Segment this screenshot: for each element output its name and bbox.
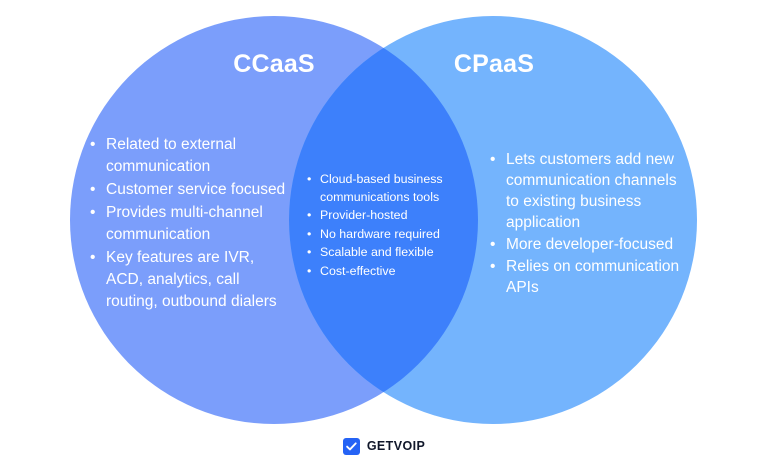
list-item: More developer-focused [488,234,688,255]
brand-footer: GETVOIP [0,432,768,460]
left-circle-title: CCaaS [233,50,315,78]
overlap-region-list: Cloud-based business communications tool… [306,171,458,281]
overlap-region-shape [289,16,478,424]
right-circle-list: Lets customers add new communication cha… [488,149,688,299]
list-item: Cloud-based business communications tool… [306,171,458,206]
right-circle-title: CPaaS [453,50,535,78]
list-item: Scalable and flexible [306,244,458,262]
brand-name: GETVOIP [366,439,426,453]
list-item: Cost-effective [306,263,458,281]
check-badge-icon [342,437,360,455]
left-circle-list: Related to external communication Custom… [88,134,288,314]
list-item: Relies on communication APIs [488,256,688,298]
list-item: Provider-hosted [306,207,458,225]
list-item: Provides multi-channel communication [88,202,288,246]
list-item: Related to external communication [88,134,288,178]
list-item: Customer service focused [88,179,288,201]
list-item: Key features are IVR, ACD, analytics, ca… [88,247,288,313]
list-item: Lets customers add new communication cha… [488,149,688,233]
list-item: No hardware required [306,226,458,244]
venn-diagram: CCaaS CPaaS Related to external communic… [0,0,768,430]
